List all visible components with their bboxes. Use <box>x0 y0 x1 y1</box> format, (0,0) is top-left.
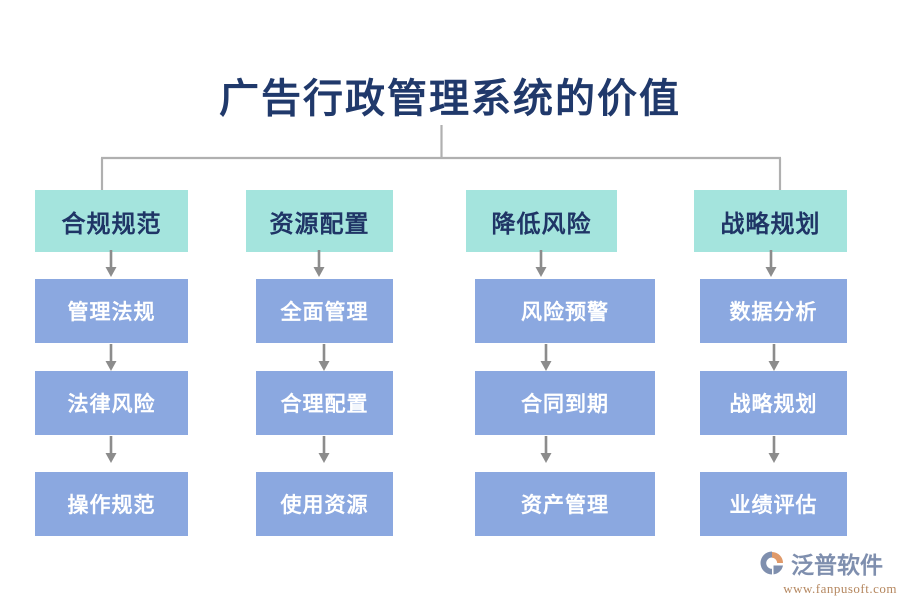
arrow-down-4-2 <box>768 344 780 371</box>
brand-url: www.fanpusoft.com <box>783 581 897 596</box>
column-header-4[interactable]: 战略规划 <box>694 190 847 252</box>
arrow-down-3-1 <box>535 250 547 277</box>
node-box-3-2[interactable]: 合同到期 <box>475 371 655 435</box>
arrow-down-2-1 <box>313 250 325 277</box>
page-title: 广告行政管理系统的价值 <box>219 76 681 121</box>
node-box-2-2[interactable]: 合理配置 <box>256 371 393 435</box>
arrow-down-1-2 <box>105 344 117 371</box>
connector-bracket <box>100 125 782 191</box>
node-box-1-2[interactable]: 法律风险 <box>35 371 188 435</box>
arrow-down-3-2 <box>540 344 552 371</box>
arrow-down-4-1 <box>765 250 777 277</box>
node-box-2-1[interactable]: 全面管理 <box>256 279 393 343</box>
column-header-2[interactable]: 资源配置 <box>246 190 393 252</box>
arrow-down-1-3 <box>105 436 117 463</box>
arrow-down-1-1 <box>105 250 117 277</box>
node-box-1-1[interactable]: 管理法规 <box>35 279 188 343</box>
brand-name: 泛普软件 <box>791 553 883 578</box>
node-box-4-3[interactable]: 业绩评估 <box>700 472 847 536</box>
arrow-down-2-3 <box>318 436 330 463</box>
arrow-down-2-2 <box>318 344 330 371</box>
node-box-4-1[interactable]: 数据分析 <box>700 279 847 343</box>
column-header-1[interactable]: 合规规范 <box>35 190 188 252</box>
node-box-2-3[interactable]: 使用资源 <box>256 472 393 536</box>
node-box-3-3[interactable]: 资产管理 <box>475 472 655 536</box>
node-box-3-1[interactable]: 风险预警 <box>475 279 655 343</box>
column-header-3[interactable]: 降低风险 <box>466 190 617 252</box>
brand-row: 泛普软件 <box>757 546 897 580</box>
brand-watermark: 泛普软件 www.fanpusoft.com <box>757 546 897 596</box>
arrow-down-4-3 <box>768 436 780 463</box>
fanpu-logo-icon <box>760 551 783 575</box>
node-box-1-3[interactable]: 操作规范 <box>35 472 188 536</box>
arrow-down-3-3 <box>540 436 552 463</box>
node-box-4-2[interactable]: 战略规划 <box>700 371 847 435</box>
